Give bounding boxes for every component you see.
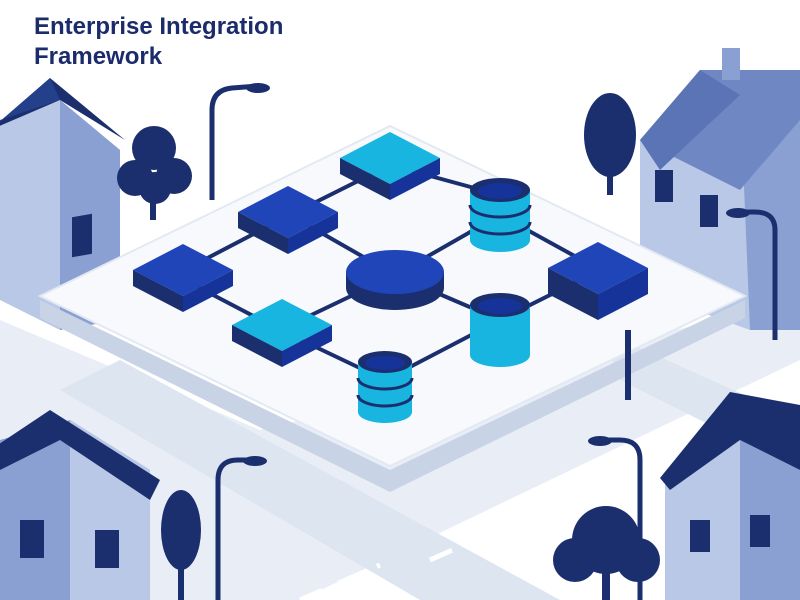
database-icon-middle	[470, 293, 530, 367]
server-node-icon-right	[548, 242, 648, 320]
database-icon-top	[468, 178, 532, 252]
database-icon-bottom	[356, 351, 414, 423]
server-node-icon-lower-left	[232, 299, 332, 367]
tree-icon-top-left	[117, 126, 192, 220]
house-icon-bottom-right	[660, 392, 800, 600]
house-icon-bottom-left	[0, 410, 160, 600]
hub-icon	[346, 250, 444, 310]
page-title: Enterprise Integration Framework	[34, 12, 364, 72]
tree-icon-top-right	[584, 93, 636, 195]
house-icon-top-right	[640, 48, 800, 330]
tree-icon-bottom-right	[553, 506, 660, 600]
tree-icon-bottom-left	[161, 490, 201, 600]
title-line-1: Enterprise Integration	[34, 13, 284, 40]
title-line-2: Framework	[34, 43, 163, 70]
street-lamp-icon-bottom-right	[588, 436, 643, 600]
street-lamp-icon-bottom-left	[215, 456, 267, 600]
server-node-icon-left	[133, 244, 233, 312]
server-node-icon-upper-left	[238, 186, 338, 254]
server-node-icon-top	[340, 132, 440, 200]
street-lamp-icon-top	[209, 83, 270, 200]
street-lamp-icon-right	[726, 208, 778, 340]
